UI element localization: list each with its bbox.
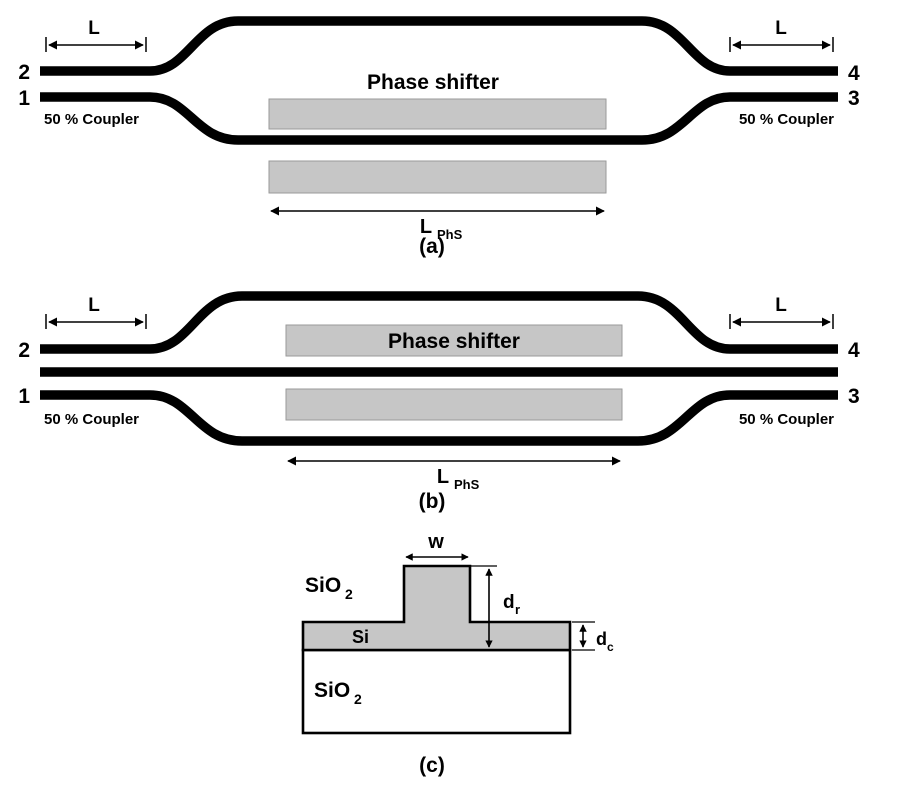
heater-electrode-lower-b — [285, 388, 623, 421]
substrate-oxide-box — [301, 648, 572, 735]
rib-height-label: d — [503, 592, 515, 613]
coupler-length-label-right-a: L — [775, 18, 787, 39]
slab-height-subscript: c — [607, 640, 614, 654]
port-label-1-b: 1 — [18, 385, 30, 408]
port-label-3-a: 3 — [848, 87, 860, 110]
panel-c-caption: (c) — [419, 754, 445, 777]
heater-electrode-lower-a — [268, 160, 607, 194]
phase-shifter-label-b: Phase shifter — [388, 330, 520, 353]
coupler-caption-left-b: 50 % Coupler — [44, 411, 139, 428]
top-cladding-label: SiO — [305, 574, 341, 597]
panel-c: w d r d c SiO 2 Si SiO 2 (c) — [301, 531, 614, 777]
phase-shifter-label-a: Phase shifter — [367, 71, 499, 94]
port-label-2-b: 2 — [18, 339, 30, 362]
waveguide-bottom-arm-b — [40, 390, 838, 446]
top-cladding-subscript: 2 — [345, 586, 353, 602]
waveguide-top-arm-b — [40, 291, 838, 354]
coupler-length-label-right-b: L — [775, 295, 787, 316]
phs-length-subscript-b: PhS — [454, 477, 480, 492]
port-label-4-b: 4 — [848, 339, 860, 362]
phs-length-label-a: L — [420, 216, 432, 238]
coupler-caption-right-a: 50 % Coupler — [739, 111, 834, 128]
port-label-2-a: 2 — [18, 61, 30, 84]
silicon-rib-waveguide-cross-section — [301, 564, 572, 652]
panel-a: L L 2 1 4 3 50 % Coupler 50 % Coupler Ph… — [18, 16, 860, 258]
coupler-length-label-left-a: L — [88, 18, 100, 39]
waveguide-top-arm-a — [40, 16, 838, 76]
rib-height-subscript: r — [515, 602, 520, 617]
slab-height-label: d — [596, 629, 607, 649]
phs-length-subscript-a: PhS — [437, 227, 463, 242]
coupler-caption-right-b: 50 % Coupler — [739, 411, 834, 428]
substrate-subscript: 2 — [354, 691, 362, 707]
heater-electrode-upper-b — [285, 324, 623, 357]
panel-b: L L 2 1 4 3 50 % Coupler 50 % Coupler Ph… — [18, 291, 860, 513]
coupler-caption-left-a: 50 % Coupler — [44, 111, 139, 128]
panel-b-caption: (b) — [419, 490, 446, 513]
heater-electrode-upper-a — [268, 98, 607, 130]
port-label-3-b: 3 — [848, 385, 860, 408]
coupler-length-label-left-b: L — [88, 295, 100, 316]
port-label-4-a: 4 — [848, 62, 860, 85]
phs-length-label-b: L — [437, 466, 449, 488]
port-label-1-a: 1 — [18, 87, 30, 110]
rib-width-label: w — [427, 531, 444, 553]
substrate-label: SiO — [314, 679, 350, 702]
panel-a-caption: (a) — [419, 235, 445, 258]
silicon-core-label: Si — [352, 627, 369, 647]
waveguide-bottom-arm-a — [40, 92, 838, 145]
